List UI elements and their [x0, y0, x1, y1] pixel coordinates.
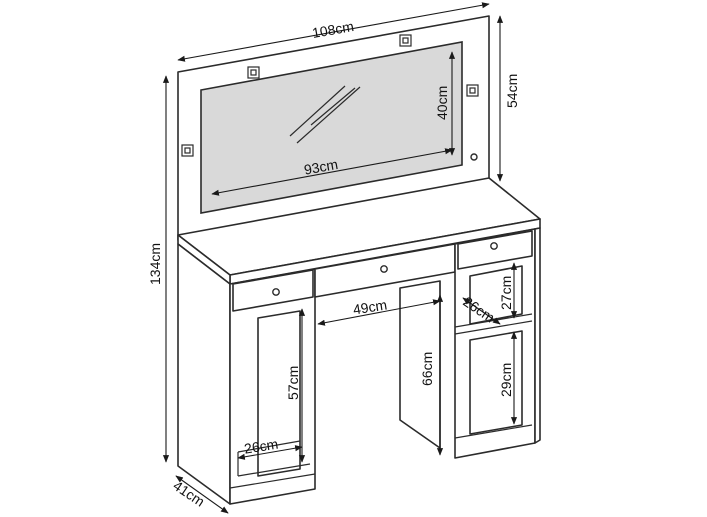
dim-glass-height-label: 40cm: [434, 86, 450, 120]
right-drawer: [457, 230, 533, 270]
dim-depth-line: [175, 475, 229, 514]
dim-left-height-label: 57cm: [285, 366, 301, 400]
dim-total-width-line: [177, 2, 490, 62]
right-bottom-opening: [469, 330, 523, 435]
dim-panel-height-label: 54cm: [504, 74, 520, 108]
right-bottom-shelf-line: [454, 424, 533, 439]
dim-total-width-label: 108cm: [311, 18, 355, 41]
left-shelf-line: [237, 463, 311, 477]
mirror-reflection-line: [310, 87, 356, 126]
dim-total-height-label: 134cm: [147, 243, 163, 285]
dim-leg-height-label: 66cm: [419, 352, 435, 386]
light-switch: [470, 153, 478, 161]
dim-right-bottom-height-label: 29cm: [498, 363, 514, 397]
dim-glass-width-line: [211, 148, 453, 196]
light-bulb: [181, 144, 194, 157]
left-plinth-line: [229, 473, 316, 489]
right-cabinet-side: [534, 227, 541, 444]
left-opening: [257, 310, 301, 477]
left-drawer-knob: [272, 288, 280, 296]
mirror-reflection-line: [296, 86, 361, 144]
light-bulb: [399, 34, 412, 47]
left-side-panel: [177, 243, 231, 505]
dim-right-depth-line: [462, 297, 501, 325]
light-bulb: [466, 84, 479, 97]
center-drawer-knob: [380, 265, 388, 273]
dim-left-shelf-width-label: 26cm: [243, 436, 279, 457]
right-shelf-line: [454, 320, 533, 335]
mirror-reflection-line: [289, 85, 346, 137]
right-drawer-knob: [490, 242, 498, 250]
dim-left-shelf-width-line: [237, 445, 303, 460]
light-bulb: [247, 66, 260, 79]
dim-center-width-label: 49cm: [352, 296, 388, 317]
dim-right-top-height-label: 27cm: [498, 276, 514, 310]
dim-glass-width-label: 93cm: [303, 156, 339, 178]
dim-center-width-line: [317, 299, 441, 326]
